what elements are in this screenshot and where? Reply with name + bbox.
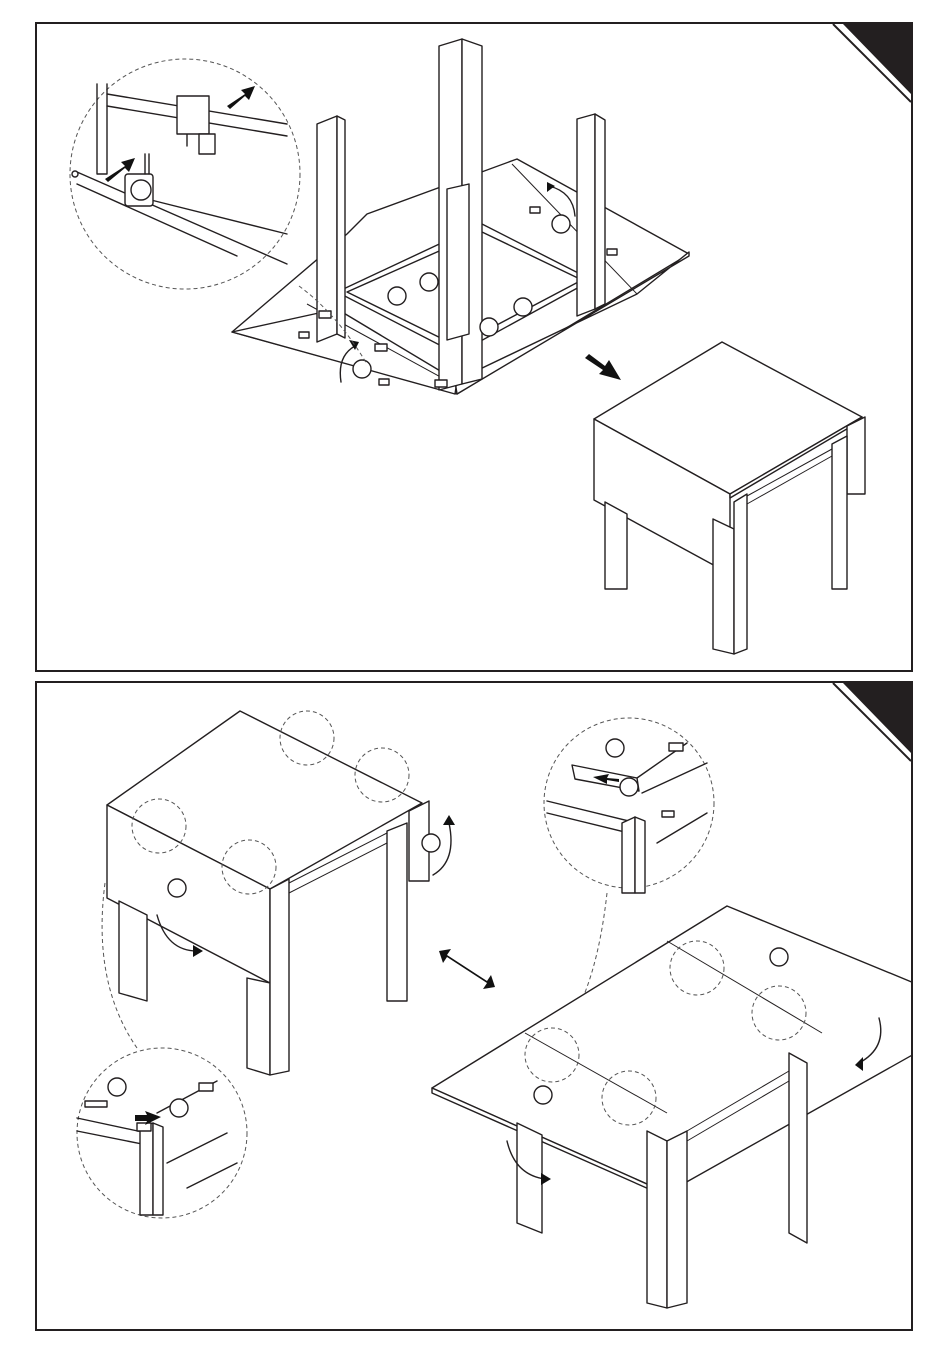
inverted-table-assembly [232, 39, 689, 394]
step-badge [843, 24, 911, 94]
double-arrow-icon [439, 949, 495, 989]
expanded-table [432, 906, 911, 1308]
step-illustration-bottom [37, 683, 911, 1329]
folded-table [594, 342, 865, 654]
hinge-icon [669, 743, 683, 751]
detail-callout-circle [77, 1048, 247, 1218]
detail-callout-circle [544, 718, 714, 893]
detail-callout-circle [70, 59, 300, 289]
step-badge [843, 683, 911, 753]
push-arrow-icon [585, 354, 621, 380]
push-arrow-icon [227, 86, 255, 109]
assembly-step-panel-top [35, 22, 913, 672]
folded-table-left [107, 711, 455, 1075]
hinge-icon [199, 1083, 213, 1091]
hinge-icon [137, 1123, 151, 1131]
assembly-step-panel-bottom [35, 681, 913, 1331]
step-illustration-top [37, 24, 911, 670]
